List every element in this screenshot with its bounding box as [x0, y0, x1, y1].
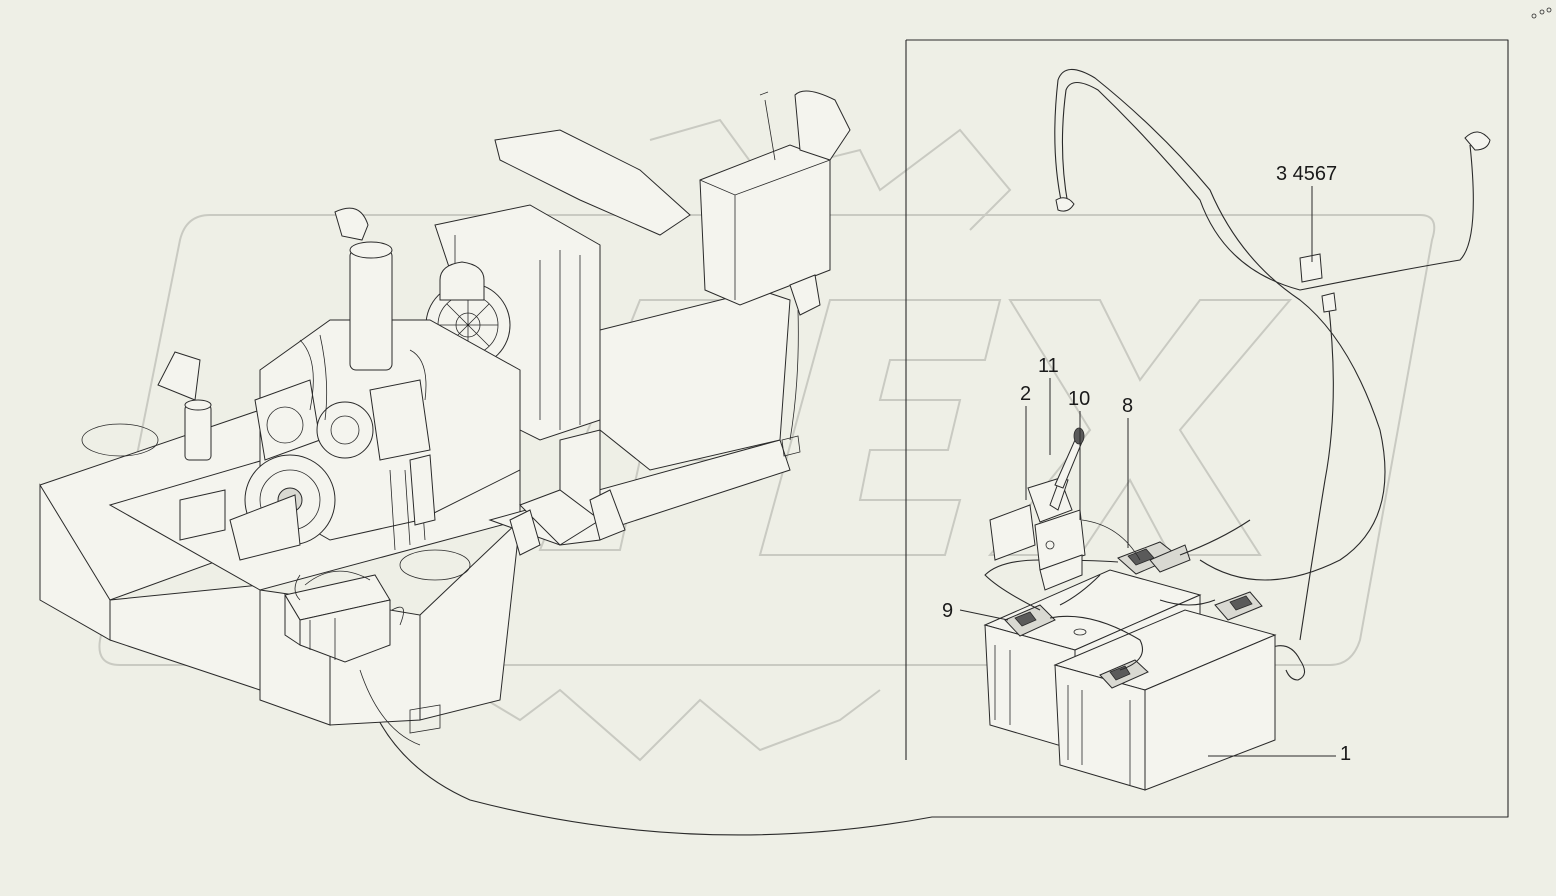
- callout-2: 2: [1020, 383, 1031, 405]
- battery-detail: [983, 68, 1491, 791]
- callout-11: 11: [1038, 355, 1059, 377]
- detail-frame: [359, 39, 1509, 836]
- callouts: 3 4567 11 2 10 8 9 1: [942, 163, 1351, 765]
- corner-mark-icon: [1531, 7, 1552, 19]
- machine-frame-assembly: [39, 90, 851, 746]
- callout-34567: 3 4567: [1276, 163, 1337, 185]
- callout-8: 8: [1122, 395, 1133, 417]
- callout-9: 9: [942, 600, 953, 622]
- callout-10: 10: [1068, 388, 1090, 410]
- callout-1: 1: [1340, 743, 1351, 765]
